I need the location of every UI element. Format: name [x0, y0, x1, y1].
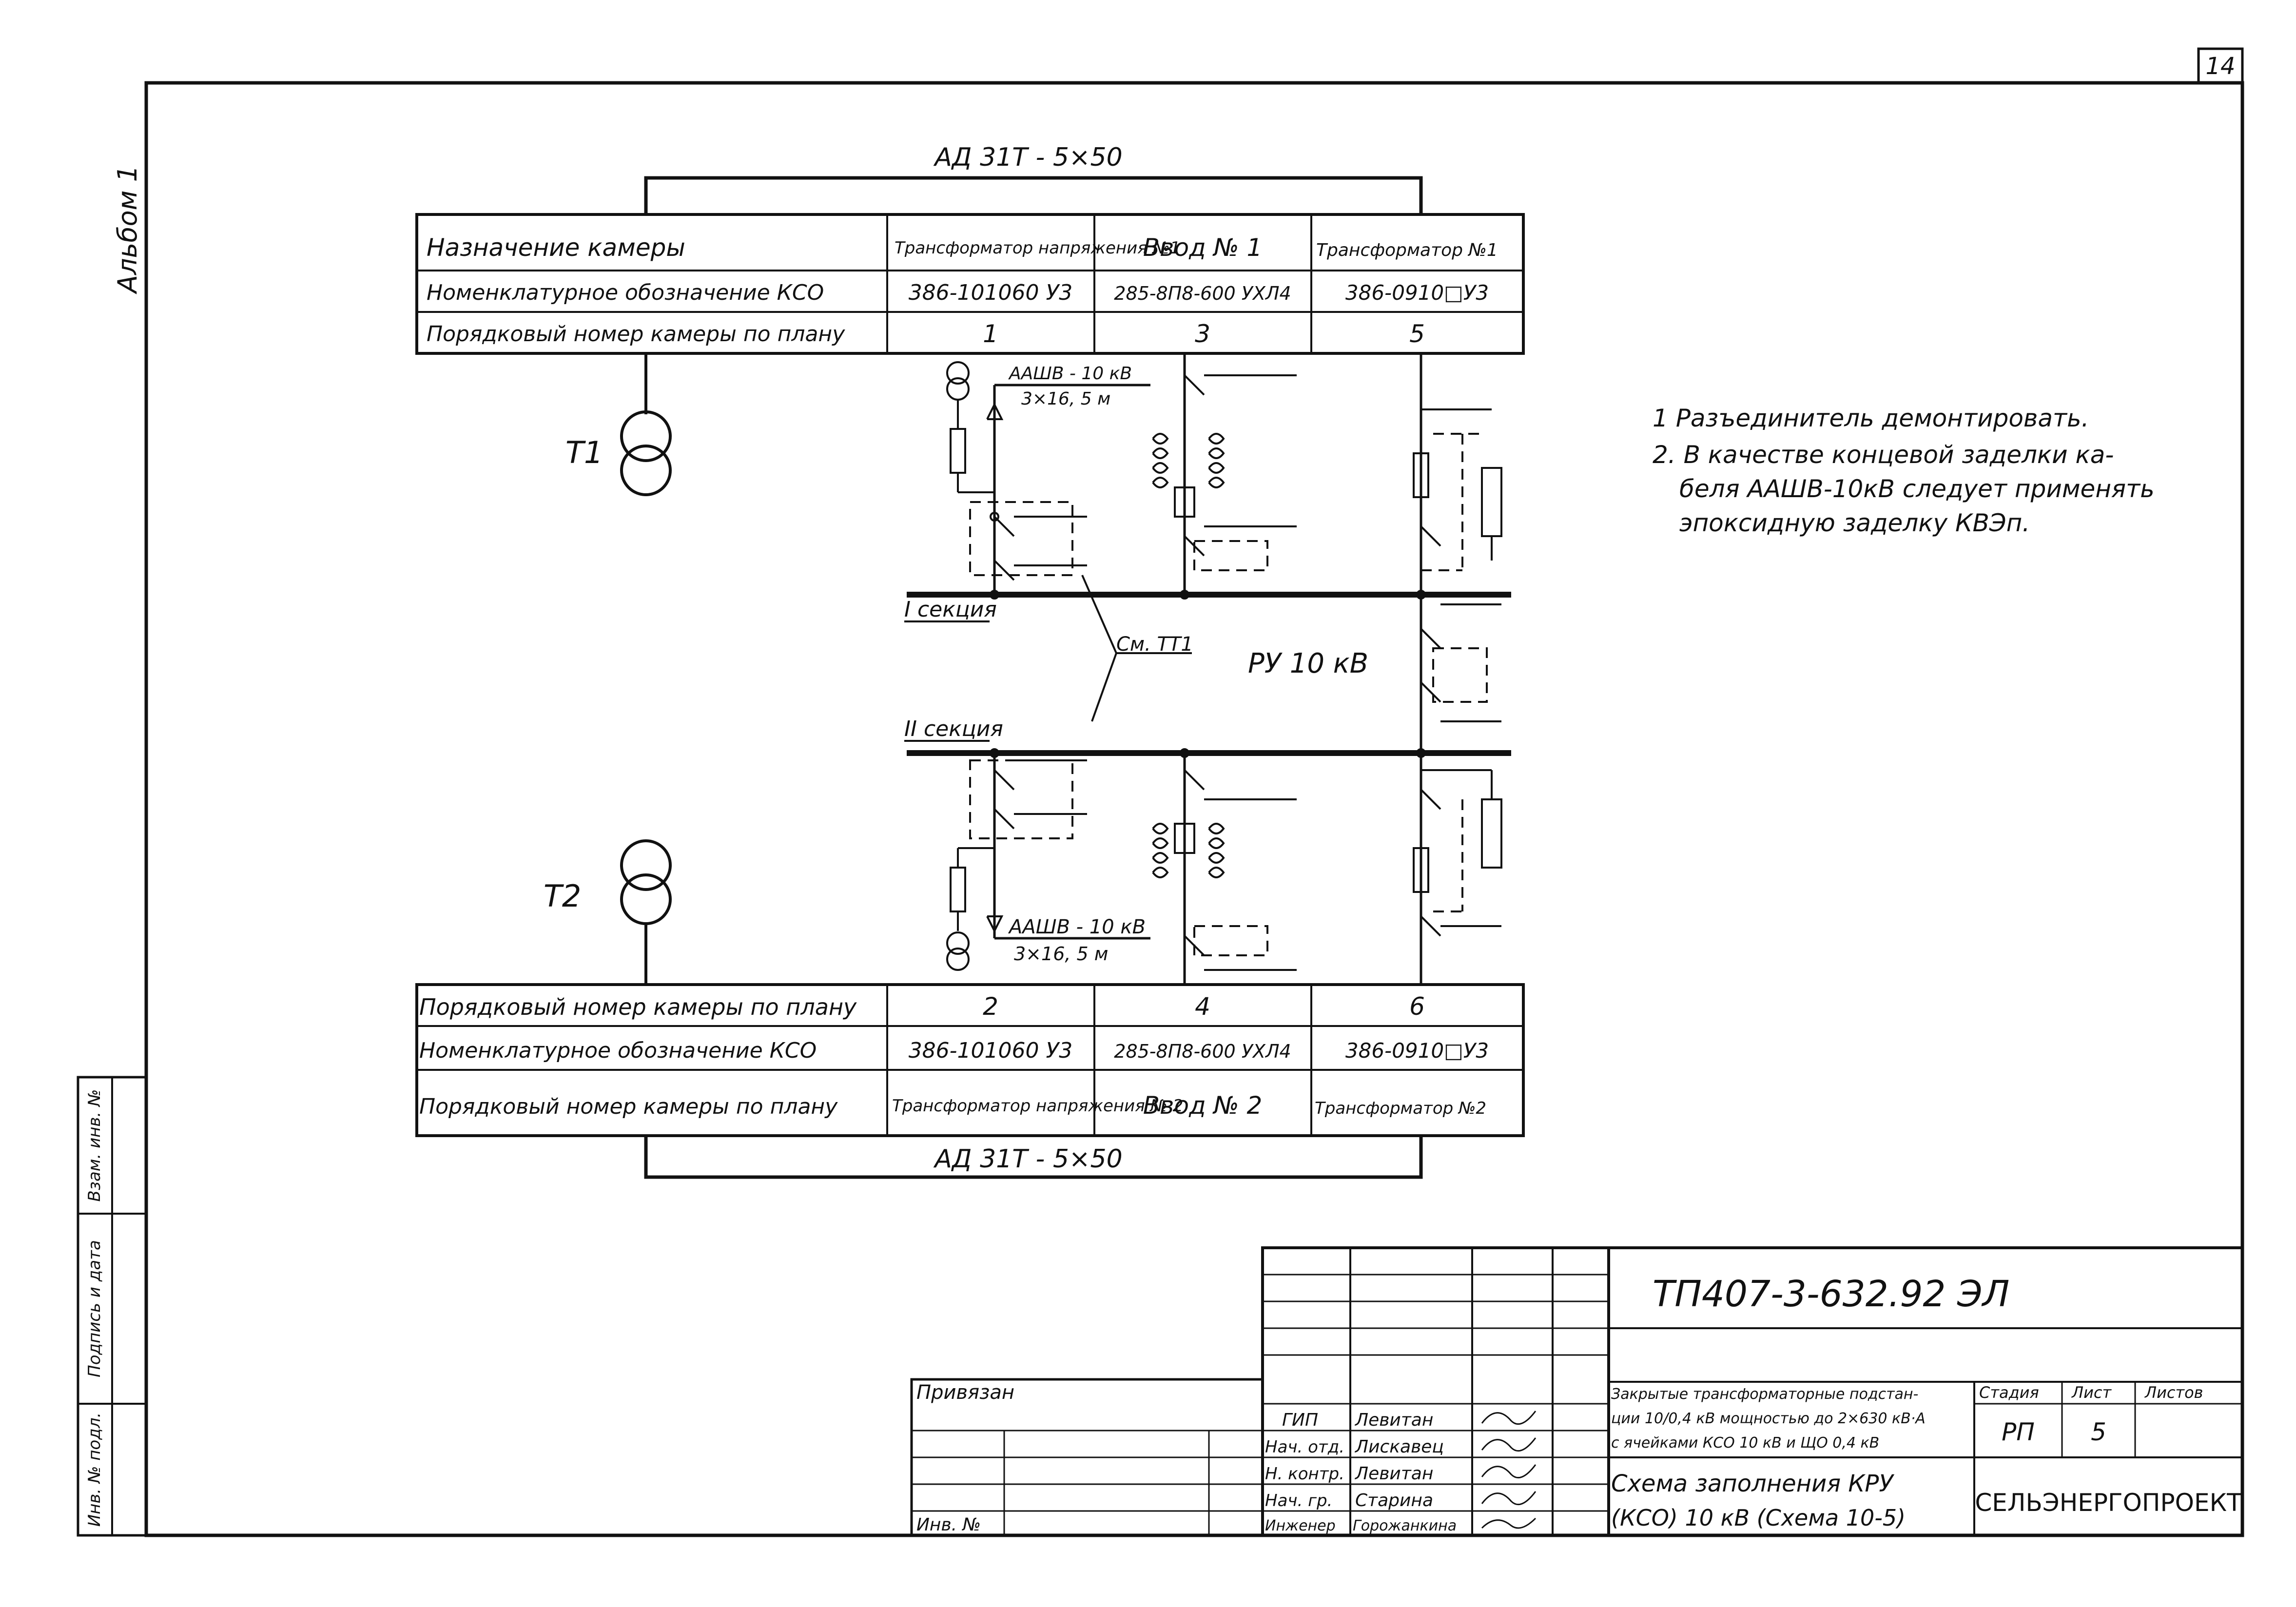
bottom-col2-number: 4: [1195, 992, 1210, 1021]
top-col1-purpose: Трансформатор напряжения №1: [895, 238, 1181, 258]
bottom-row-header-purpose: Порядковый номер камеры по плану: [419, 1094, 838, 1119]
role-norm-control: Н. контр.: [1265, 1464, 1344, 1484]
see-ref-label: См. ТТ1: [1116, 633, 1193, 656]
top-col2-purpose: Ввод № 1: [1143, 233, 1263, 262]
top-table: Назначение камеры Номенклатурное обознач…: [415, 213, 1525, 355]
cell-4-input: [1152, 748, 1297, 985]
note-line-3: беля ААШВ-10кВ следует применять: [1679, 475, 2155, 503]
top-col3-purpose: Трансформатор №1: [1316, 240, 1498, 260]
bottom-col1-number: 2: [983, 992, 998, 1021]
side-stamp: Инв. № подл. Подпись и дата Взам. инв. №: [77, 1076, 148, 1537]
bottom-row-header-number: Порядковый номер камеры по плану: [419, 994, 857, 1020]
notes: 1 Разъединитель демонтировать. 2. В каче…: [1653, 404, 2155, 537]
name-5: Горожанкина: [1353, 1517, 1457, 1534]
schematic: Т1 Т2 I секция II секция РУ 10 кВ См. ТТ…: [544, 353, 1511, 985]
name-2: Лискавец: [1354, 1437, 1444, 1457]
bottom-col1-designation: 386-101060 У3: [909, 1038, 1073, 1063]
project-desc-2: ции 10/0,4 кВ мощностью до 2×630 кВ·А: [1611, 1410, 1926, 1427]
note-line-1: 1 Разъединитель демонтировать.: [1653, 404, 2089, 432]
t2-label: Т2: [544, 878, 581, 914]
cable-top-label-2: 3×16, 5 м: [1021, 389, 1110, 409]
switchgear-label: РУ 10 кВ: [1248, 648, 1368, 679]
stage-label: Стадия: [1979, 1383, 2039, 1402]
role-group-head: Нач. гр.: [1265, 1491, 1332, 1510]
top-col2-designation: 285-8П8-600 УХЛ4: [1114, 283, 1291, 304]
stamp-replaced-inv: Взам. инв. №: [85, 1089, 104, 1202]
drawing-title-1: Схема заполнения КРУ: [1611, 1470, 1894, 1497]
note-line-4: эпоксидную заделку КВЭп.: [1679, 509, 2030, 537]
bottom-row-header-designation: Номенклатурное обозначение КСО: [419, 1038, 817, 1063]
organization: СЕЛЬЭНЕРГОПРОЕКТ: [1975, 1489, 2242, 1517]
inv-label: Инв. №: [916, 1515, 981, 1535]
drawing-code: ТП407-3-632.92 ЭЛ: [1653, 1273, 2009, 1315]
bottom-table: Порядковый номер камеры по плану Номенкл…: [415, 983, 1525, 1137]
stamp-signature-date: Подпись и дата: [85, 1240, 104, 1377]
bottom-col3-designation: 386-0910□У3: [1345, 1039, 1489, 1063]
name-1: Левитан: [1354, 1410, 1433, 1430]
cell-6-transformer: [1413, 748, 1502, 985]
cell-1-voltage-transformer: ААШВ - 10 кВ 3×16, 5 м: [946, 361, 1150, 600]
top-cable-label: АД 31Т - 5×50: [933, 143, 1122, 172]
section-2-label: II секция: [904, 716, 1003, 741]
cable-bottom-label-2: 3×16, 5 м: [1014, 943, 1108, 965]
note-line-2: 2. В качестве концевой заделки ка-: [1653, 441, 2114, 469]
section-link: [1420, 595, 1501, 753]
name-4: Старина: [1355, 1491, 1433, 1510]
stamp-inv-original: Инв. № подл.: [85, 1413, 104, 1527]
top-row-header-designation: Номенклатурное обозначение КСО: [427, 280, 824, 305]
name-3: Левитан: [1354, 1464, 1433, 1484]
stage-value: РП: [2002, 1418, 2035, 1446]
sheet-label: Лист: [2071, 1383, 2112, 1402]
bottom-col2-purpose: Ввод № 2: [1143, 1091, 1263, 1120]
bottom-cable: АД 31Т - 5×50: [644, 1136, 1423, 1179]
role-dept-head: Нач. отд.: [1265, 1437, 1344, 1457]
top-col1-designation: 386-101060 У3: [909, 280, 1073, 305]
title-block: Привязан Инв. № ГИП Нач. отд. Н. контр. …: [910, 1246, 2244, 1537]
top-col3-number: 5: [1409, 320, 1425, 348]
top-cable: АД 31Т - 5×50: [644, 143, 1423, 214]
role-engineer: Инженер: [1265, 1517, 1336, 1534]
sheet-number-box: [2197, 47, 2244, 84]
cell-2-voltage-transformer: ААШВ - 10 кВ 3×16, 5 м: [946, 748, 1150, 971]
bottom-col2-designation: 285-8П8-600 УХЛ4: [1114, 1041, 1291, 1062]
sheets-label: Листов: [2144, 1383, 2203, 1402]
cell-5-transformer: [1413, 353, 1502, 600]
bottom-col3-number: 6: [1409, 992, 1425, 1021]
bottom-cable-label: АД 31Т - 5×50: [933, 1144, 1122, 1174]
t1-label: Т1: [565, 435, 603, 470]
sheet-value: 5: [2091, 1418, 2106, 1446]
transformer-t2: Т2: [544, 839, 672, 985]
cell-3-input: [1152, 353, 1297, 600]
top-col3-designation: 386-0910□У3: [1345, 281, 1489, 305]
cable-bottom-label-1: ААШВ - 10 кВ: [1008, 916, 1146, 938]
transformer-t1: Т1: [565, 353, 672, 496]
top-col1-number: 1: [983, 320, 998, 348]
bottom-col3-purpose: Трансформатор №2: [1315, 1099, 1486, 1118]
section-1-label: I секция: [904, 597, 997, 622]
bound-label: Привязан: [916, 1381, 1014, 1404]
top-row-header-number: Порядковый номер камеры по плану: [427, 322, 845, 347]
role-gip: ГИП: [1282, 1410, 1318, 1430]
project-desc-3: с ячейками КСО 10 кВ и ЩО 0,4 кВ: [1611, 1434, 1879, 1452]
project-desc-1: Закрытые трансформаторные подстан-: [1611, 1386, 1918, 1403]
top-row-header-purpose: Назначение камеры: [427, 233, 685, 262]
bottom-col1-purpose: Трансформатор напряжения № 2: [892, 1096, 1183, 1116]
drawing-title-2: (КСО) 10 кВ (Схема 10-5): [1611, 1505, 1906, 1531]
sheet-number: 14: [2205, 53, 2235, 80]
signature-marks: [1481, 1411, 1537, 1529]
cable-top-label-1: ААШВ - 10 кВ: [1008, 364, 1132, 384]
top-col2-number: 3: [1195, 320, 1210, 348]
album-label: Альбом 1: [112, 165, 143, 294]
